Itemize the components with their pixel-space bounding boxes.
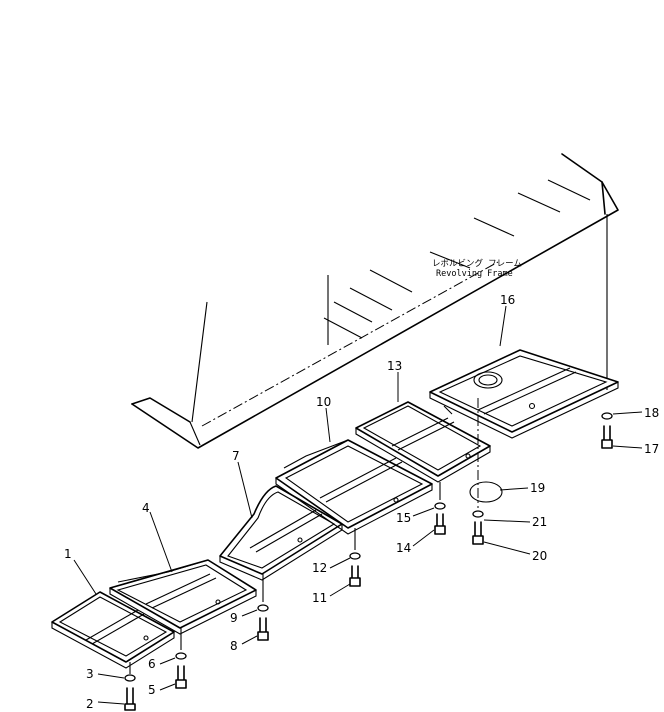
cover-plate-10	[275, 439, 433, 535]
label-part-16: 16	[500, 293, 515, 307]
label-part-11: 11	[312, 591, 327, 605]
cover-plate-4	[109, 559, 257, 635]
hole-cover-19	[469, 481, 503, 503]
label-part-10: 10	[316, 395, 331, 409]
frame-label: レボルビング フレーム Revolving Frame	[432, 258, 522, 279]
label-part-9: 9	[230, 611, 238, 625]
part-number-labels: 1 2 3 4 5 6 7 8 9 10 11 12 13 14 15 16 1…	[64, 293, 659, 711]
bolt-2	[124, 687, 136, 711]
washer-21	[472, 510, 484, 518]
label-part-12: 12	[312, 561, 327, 575]
label-part-7: 7	[232, 449, 240, 463]
cover-plate-1	[51, 591, 175, 669]
bolt-11	[349, 565, 361, 587]
cover-plate-13	[355, 401, 491, 483]
label-part-6: 6	[148, 657, 156, 671]
bolt-8	[257, 617, 269, 641]
washer-3	[124, 674, 136, 682]
frame-label-jp: レボルビング フレーム	[432, 258, 522, 269]
label-part-20: 20	[532, 549, 547, 563]
label-part-17: 17	[644, 442, 659, 456]
label-part-21: 21	[532, 515, 547, 529]
bolt-14	[434, 513, 446, 535]
label-part-8: 8	[230, 639, 238, 653]
bolt-5	[175, 665, 187, 689]
label-part-5: 5	[148, 683, 156, 697]
washer-18	[601, 412, 613, 420]
washer-6	[175, 652, 187, 660]
leader-lines	[73, 305, 643, 705]
frame-label-en: Revolving Frame	[436, 269, 513, 279]
cover-plate-16	[429, 349, 619, 439]
label-part-3: 3	[86, 667, 94, 681]
label-part-14: 14	[396, 541, 411, 555]
washer-12	[349, 552, 361, 560]
washer-15	[434, 502, 446, 510]
hardware	[124, 398, 613, 711]
washer-9	[257, 604, 269, 612]
label-part-2: 2	[86, 697, 94, 711]
label-part-4: 4	[142, 501, 150, 515]
label-part-18: 18	[644, 406, 659, 420]
bolt-20	[472, 521, 484, 545]
label-part-19: 19	[530, 481, 545, 495]
label-part-15: 15	[396, 511, 411, 525]
bolt-17	[601, 425, 613, 449]
revolving-frame	[131, 153, 619, 449]
label-part-1: 1	[64, 547, 72, 561]
label-part-13: 13	[387, 359, 402, 373]
